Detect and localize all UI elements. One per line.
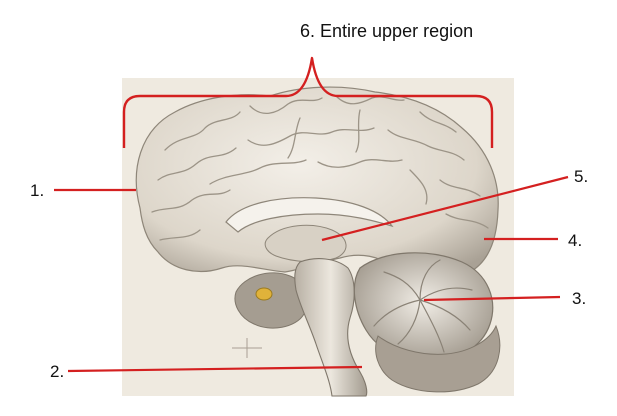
corpus-callosum [225, 197, 394, 233]
label-6-entire-upper-region: 6. Entire upper region [300, 21, 474, 41]
label-1: 1. [30, 181, 45, 200]
label-4: 4. [568, 231, 583, 250]
label-5: 5. [574, 167, 589, 186]
label-2: 2. [50, 362, 65, 381]
arbor-vitae [373, 259, 473, 353]
thalamus [264, 224, 347, 263]
leader-line-2 [67, 365, 363, 373]
panel-marks [232, 338, 496, 368]
pituitary-gland [255, 287, 273, 301]
cerebral-folds [151, 95, 489, 241]
leader-line-5 [321, 175, 569, 242]
leader-line-3 [423, 295, 561, 302]
cerebellar-lower-lobe [375, 324, 501, 393]
upper-region-bracket [122, 56, 494, 148]
label-3: 3. [572, 289, 587, 308]
brainstem [294, 258, 368, 397]
